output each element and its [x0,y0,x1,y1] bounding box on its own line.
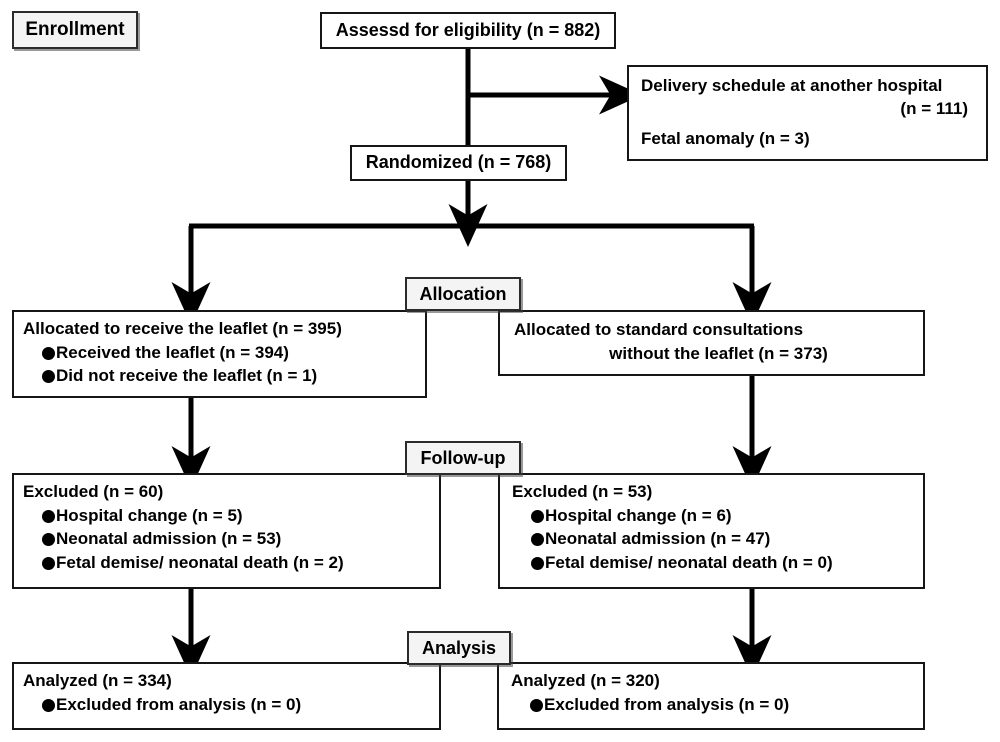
bullet-icon [531,509,544,523]
excluded-reason-delivery-schedule: Delivery schedule at another hospital [641,76,943,95]
stage-label-enrollment: Enrollment [12,11,138,49]
bullet-icon [531,557,544,571]
bullet-icon [42,533,55,547]
followup-left-item-2: Fetal demise/ neonatal death (n = 2) [23,553,439,574]
bullet-icon [42,370,55,384]
analysis-left-item-0-text: Excluded from analysis (n = 0) [56,694,302,714]
node-assessed-for-eligibility: Assessd for eligibility (n = 882) [320,12,616,49]
stage-label-allocation: Allocation [405,277,521,311]
allocation-left-item-1-text: Did not receive the leaflet (n = 1) [56,366,318,386]
followup-right-item-1-text: Neonatal admission (n = 47) [545,529,771,549]
stage-label-allocation-text: Allocation [419,283,507,304]
node-analysis-control: Analyzed (n = 320) Excluded from analysi… [497,662,925,730]
analysis-left-item-0: Excluded from analysis (n = 0) [23,695,439,716]
bullet-icon [42,557,55,571]
followup-right-item-2: Fetal demise/ neonatal death (n = 0) [512,553,923,574]
followup-left-item-0: Hospital change (n = 5) [23,506,439,527]
followup-right-heading: Excluded (n = 53) [512,482,653,501]
node-assessed-text: Assessd for eligibility (n = 882) [335,19,601,40]
node-analysis-intervention: Analyzed (n = 334) Excluded from analysi… [12,662,441,730]
bullet-icon [42,698,55,712]
stage-label-analysis-text: Analysis [421,637,497,658]
node-randomized: Randomized (n = 768) [350,145,567,181]
node-followup-intervention: Excluded (n = 60) Hospital change (n = 5… [12,473,441,589]
bullet-icon [530,698,543,712]
bullet-icon [42,509,55,523]
followup-left-item-1-text: Neonatal admission (n = 53) [56,529,282,549]
analysis-left-heading: Analyzed (n = 334) [23,671,172,690]
allocation-left-item-0: Received the leaflet (n = 394) [23,343,425,364]
stage-label-followup: Follow-up [405,441,521,475]
node-excluded-before-randomization: Delivery schedule at another hospital (n… [627,65,988,161]
followup-right-item-0-text: Hospital change (n = 6) [545,505,732,525]
followup-left-item-1: Neonatal admission (n = 53) [23,529,439,550]
analysis-right-item-0: Excluded from analysis (n = 0) [511,695,923,716]
node-randomized-text: Randomized (n = 768) [365,152,552,173]
followup-right-item-2-text: Fetal demise/ neonatal death (n = 0) [545,553,833,573]
node-allocation-intervention: Allocated to receive the leaflet (n = 39… [12,310,427,398]
allocation-left-item-0-text: Received the leaflet (n = 394) [56,342,289,362]
node-followup-control: Excluded (n = 53) Hospital change (n = 6… [498,473,925,589]
followup-right-item-1: Neonatal admission (n = 47) [512,529,923,550]
allocation-left-item-1: Did not receive the leaflet (n = 1) [23,366,425,387]
stage-label-analysis: Analysis [407,631,511,665]
bullet-icon [531,533,544,547]
followup-left-item-2-text: Fetal demise/ neonatal death (n = 2) [56,553,344,573]
stage-label-enrollment-text: Enrollment [25,19,125,40]
followup-left-item-0-text: Hospital change (n = 5) [56,505,243,525]
allocation-right-line-1: Allocated to standard consultations [514,320,804,339]
allocation-left-heading: Allocated to receive the leaflet (n = 39… [23,319,342,338]
bullet-icon [42,346,55,360]
analysis-right-heading: Analyzed (n = 320) [511,671,660,690]
analysis-right-item-0-text: Excluded from analysis (n = 0) [544,694,790,714]
stage-label-followup-text: Follow-up [420,447,506,468]
excluded-reason-delivery-schedule-count: (n = 111) [900,98,968,118]
followup-left-heading: Excluded (n = 60) [23,482,164,501]
node-allocation-control: Allocated to standard consultations with… [498,310,925,376]
allocation-right-line-2: without the leaflet (n = 373) [609,343,828,363]
excluded-reason-fetal-anomaly: Fetal anomaly (n = 3) [641,129,810,149]
followup-right-item-0: Hospital change (n = 6) [512,506,923,527]
